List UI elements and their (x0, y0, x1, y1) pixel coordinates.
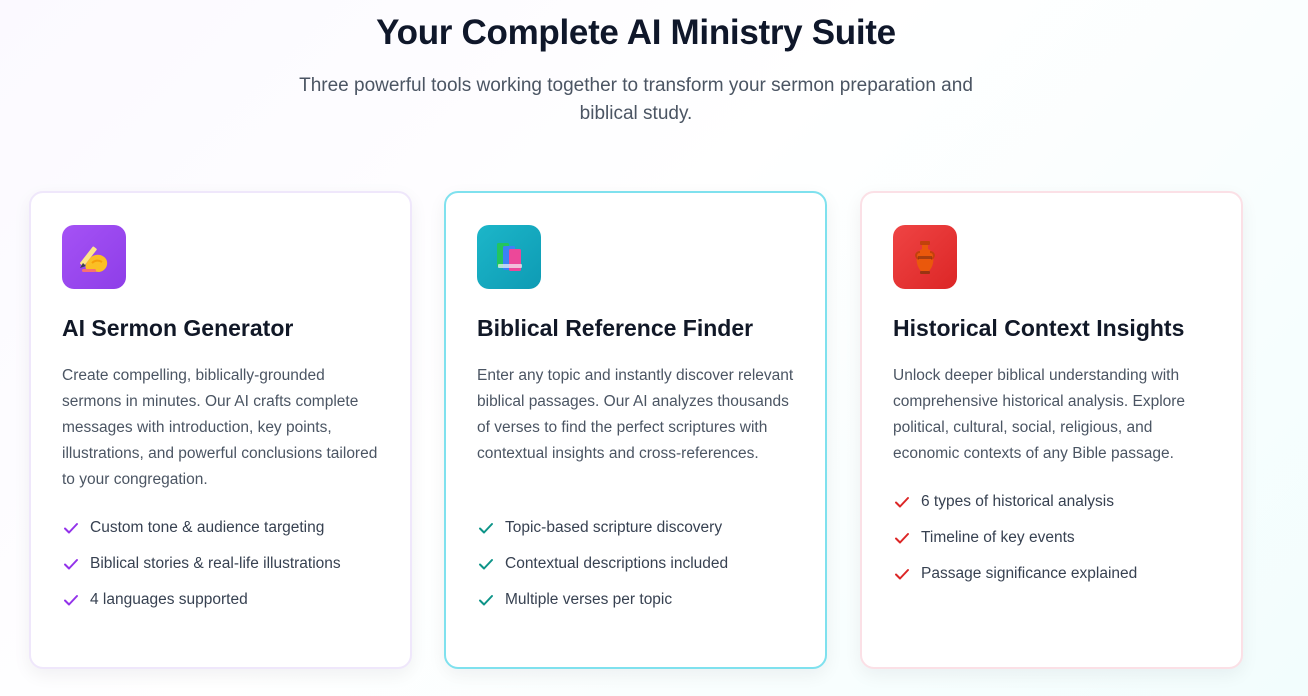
feature-list: 6 types of historical analysis Timeline … (893, 484, 1137, 592)
page-subtitle: Three powerful tools working together to… (299, 75, 973, 124)
card-title: AI Sermon Generator (62, 315, 294, 341)
reference-finder-card[interactable]: Biblical Reference Finder Enter any topi… (444, 191, 827, 669)
feature-text: Passage significance explained (921, 565, 1138, 582)
feature-text: 4 languages supported (90, 591, 248, 608)
feature-text: 6 types of historical analysis (921, 493, 1114, 510)
feature-item: Topic-based scripture discovery (477, 510, 728, 546)
feature-text: Contextual descriptions included (505, 555, 729, 572)
card-title: Historical Context Insights (893, 315, 1185, 341)
feature-text: Custom tone & audience targeting (90, 519, 325, 536)
feature-item: Timeline of key events (893, 520, 1137, 556)
feature-text: Biblical stories & real-life illustratio… (90, 555, 341, 572)
writing-hand-icon (62, 225, 126, 289)
feature-item: Biblical stories & real-life illustratio… (62, 546, 341, 582)
feature-item: Contextual descriptions included (477, 546, 728, 582)
feature-item: Passage significance explained (893, 556, 1137, 592)
check-icon (64, 595, 78, 606)
feature-list: Custom tone & audience targeting Biblica… (62, 510, 341, 618)
feature-list: Topic-based scripture discovery Contextu… (477, 510, 728, 618)
feature-item: 4 languages supported (62, 582, 341, 618)
page-title: Your Complete AI Ministry Suite (376, 13, 896, 52)
amphora-icon (893, 225, 957, 289)
feature-item: Multiple verses per topic (477, 582, 728, 618)
feature-text: Multiple verses per topic (505, 591, 673, 608)
check-icon (479, 595, 493, 606)
feature-text: Topic-based scripture discovery (505, 519, 723, 536)
check-icon (895, 497, 909, 508)
card-description: Enter any topic and instantly discover r… (477, 367, 794, 462)
feature-item: 6 types of historical analysis (893, 484, 1137, 520)
card-description: Create compelling, biblically-grounded s… (62, 367, 378, 488)
card-title: Biblical Reference Finder (477, 315, 754, 341)
check-icon (895, 533, 909, 544)
check-icon (895, 569, 909, 580)
check-icon (64, 523, 78, 534)
sermon-generator-card[interactable]: AI Sermon Generator Create compelling, b… (29, 191, 412, 669)
feature-item: Custom tone & audience targeting (62, 510, 341, 546)
check-icon (64, 559, 78, 570)
books-icon (477, 225, 541, 289)
check-icon (479, 523, 493, 534)
historical-context-card[interactable]: Historical Context Insights Unlock deepe… (860, 191, 1243, 669)
feature-text: Timeline of key events (921, 529, 1075, 546)
check-icon (479, 559, 493, 570)
card-description: Unlock deeper biblical understanding wit… (893, 367, 1186, 462)
